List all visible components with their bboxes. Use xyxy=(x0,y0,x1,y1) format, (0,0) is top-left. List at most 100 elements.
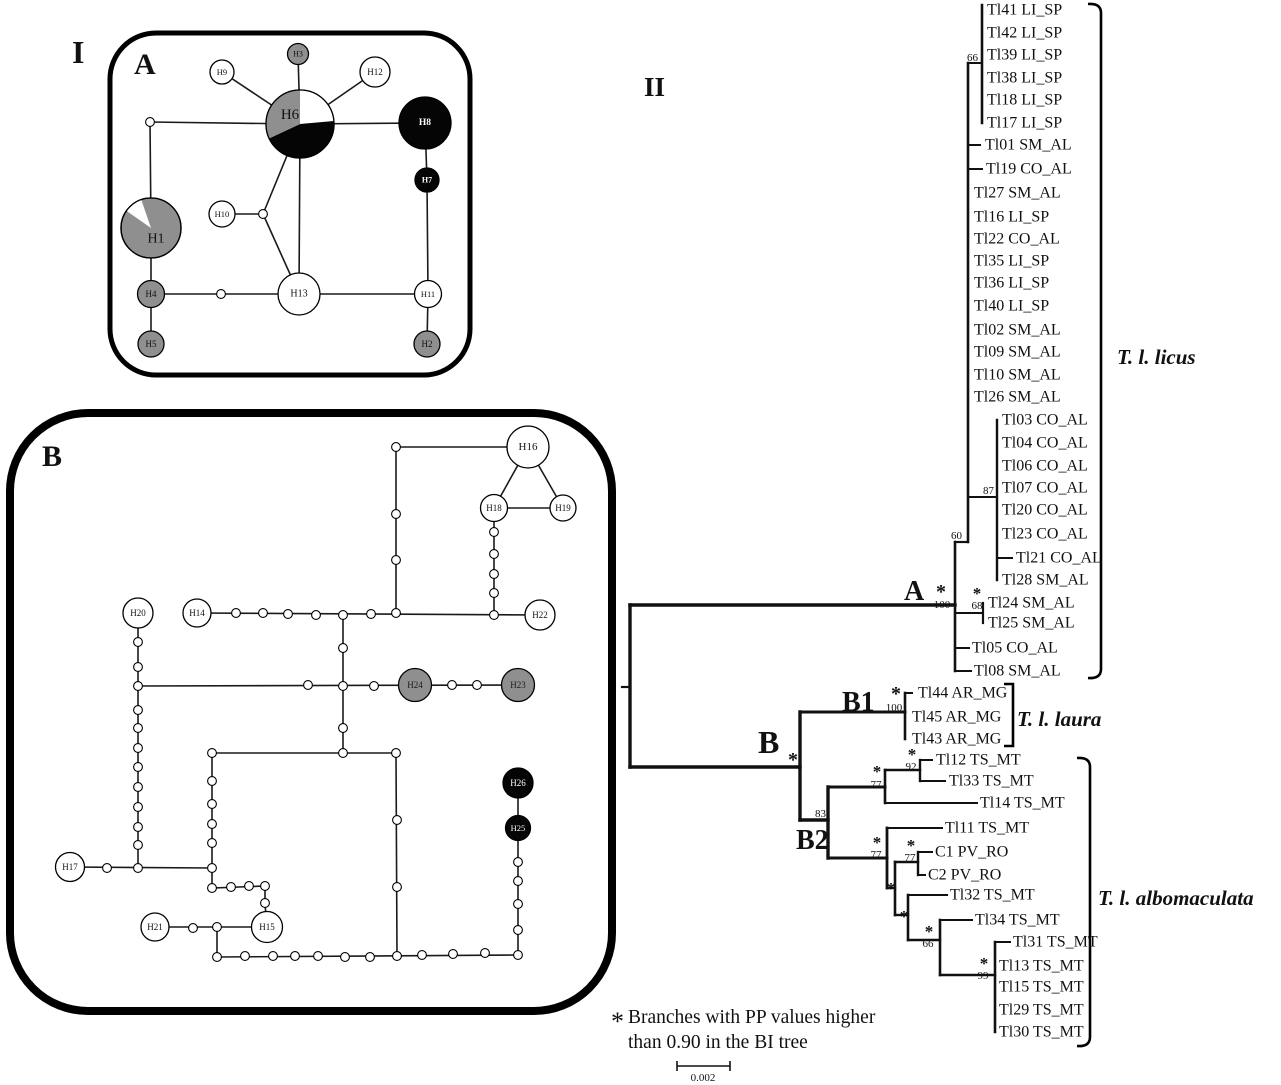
tip-label-Tl11: Tl11 TS_MT xyxy=(945,820,1029,837)
mutation-step-node xyxy=(513,857,523,867)
tip-label-Tl32: Tl32 TS_MT xyxy=(950,887,1035,904)
mutation-step-node xyxy=(365,952,375,962)
haplotype-label: H22 xyxy=(532,610,548,620)
mutation-step-node xyxy=(133,662,143,672)
haplotype-circle xyxy=(414,167,440,193)
mutation-step-node xyxy=(133,705,143,715)
pie-slice xyxy=(126,199,151,228)
mutation-step-node xyxy=(391,555,401,565)
network_a-connectors xyxy=(145,117,268,299)
tip-label-Tl38: Tl38 LI_SP xyxy=(987,70,1062,87)
haplotype-circle xyxy=(54,851,86,883)
haplotype-node-H11: H11 xyxy=(413,279,443,309)
haplotype-circle xyxy=(122,597,154,629)
mutation-step-node xyxy=(513,950,523,960)
tip-label-Tl21: Tl21 CO_AL xyxy=(1016,550,1102,567)
mutation-step-node xyxy=(145,117,155,127)
clade-brackets xyxy=(1004,2,1103,1048)
tip-label-C1: C1 PV_RO xyxy=(935,844,1008,861)
scale-bar: 0.002 xyxy=(676,1061,731,1084)
haplotype-circle xyxy=(250,910,284,944)
support-value: 68 xyxy=(972,600,984,612)
mutation-step-node xyxy=(417,950,427,960)
mutation-step-node xyxy=(489,569,499,579)
haplotype-circle xyxy=(413,330,441,358)
node-label: * xyxy=(925,922,934,941)
mutation-step-node xyxy=(311,610,321,620)
tip-label-Tl10: Tl10 SM_AL xyxy=(974,367,1061,384)
mutation-step-node xyxy=(392,815,402,825)
mutation-step-node xyxy=(244,881,254,891)
network-edge xyxy=(395,446,528,613)
clade-label: T. l. licus xyxy=(1117,345,1196,369)
mutation-step-node xyxy=(133,802,143,812)
clade-label: T. l. albomaculata xyxy=(1098,886,1254,910)
tip-label-Tl03: Tl03 CO_AL xyxy=(1002,412,1088,429)
mutation-step-node xyxy=(133,863,143,873)
haplotype-circle xyxy=(413,279,443,309)
clade-label: T. l. laura xyxy=(1017,707,1101,731)
mutation-step-node xyxy=(391,509,401,519)
haplotype-label: H9 xyxy=(217,67,227,77)
haplotype-label: H1 xyxy=(147,232,164,247)
haplotype-node-H6: H6 xyxy=(265,89,335,159)
haplotype-node-H3: H3 xyxy=(286,42,310,66)
tip-label-Tl25: Tl25 SM_AL xyxy=(988,615,1075,632)
haplotype-node-H5: H5 xyxy=(137,330,165,358)
mutation-step-node xyxy=(207,838,217,848)
mutation-step-node xyxy=(207,799,217,809)
haplotype-node-H15: H15 xyxy=(250,910,284,944)
mutation-step-node xyxy=(447,680,457,690)
haplotype-label: H21 xyxy=(147,922,163,932)
mutation-step-node xyxy=(207,863,217,873)
tip-label-Tl30: Tl30 TS_MT xyxy=(999,1024,1084,1041)
haplotype-circle xyxy=(277,272,321,316)
tip-label-Tl07: Tl07 CO_AL xyxy=(1002,480,1088,497)
tree-branches xyxy=(620,3,1013,1034)
mutation-step-node xyxy=(216,289,226,299)
mutation-step-node xyxy=(369,681,379,691)
haplotype-label: H5 xyxy=(146,339,157,349)
haplotype-node-H8: H8 xyxy=(398,96,452,150)
haplotype-label: H8 xyxy=(419,118,431,128)
mutation-step-node xyxy=(133,840,143,850)
haplotype-label: H20 xyxy=(130,608,146,618)
haplotype-node-H1: H1 xyxy=(120,197,182,259)
haplotype-node-H7: H7 xyxy=(414,167,440,193)
mutation-step-node xyxy=(338,643,348,653)
mutation-step-node xyxy=(240,951,250,961)
tip-label-Tl16: Tl16 LI_SP xyxy=(974,209,1049,226)
support-value: 77 xyxy=(905,852,917,864)
mutation-step-node xyxy=(260,881,270,891)
mutation-step-node xyxy=(258,209,268,219)
haplotype-circle xyxy=(524,599,556,631)
tip-label-Tl02: Tl02 SM_AL xyxy=(974,322,1061,339)
support-value: 100 xyxy=(886,702,903,714)
haplotype-label: H11 xyxy=(421,289,435,299)
haplotype-label: H18 xyxy=(486,503,502,513)
tip-label-Tl34: Tl34 TS_MT xyxy=(975,912,1060,929)
mutation-step-node xyxy=(283,609,293,619)
mutation-step-node xyxy=(133,782,143,792)
tip-label-Tl17: Tl17 LI_SP xyxy=(987,115,1062,132)
footnote-asterisk: * xyxy=(611,1007,624,1036)
haplotype-node-H12: H12 xyxy=(359,56,391,88)
node-label: * xyxy=(973,584,982,603)
support-value: 100 xyxy=(934,599,951,611)
node-label: B2 xyxy=(796,825,829,856)
haplotype-node-H19: H19 xyxy=(549,494,577,522)
mutation-step-node xyxy=(207,776,217,786)
haplotype-circle xyxy=(136,279,166,309)
mutation-step-node xyxy=(392,882,402,892)
tip-label-Tl33: Tl33 TS_MT xyxy=(949,773,1034,790)
tip-label-Tl01: Tl01 SM_AL xyxy=(985,137,1072,154)
footnote-line1: Branches with PP values higher xyxy=(628,1007,876,1028)
mutation-step-node xyxy=(303,680,313,690)
node-label: * xyxy=(887,879,896,898)
haplotype-node-H18: H18 xyxy=(479,493,509,523)
haplotype-label: H4 xyxy=(146,289,157,299)
